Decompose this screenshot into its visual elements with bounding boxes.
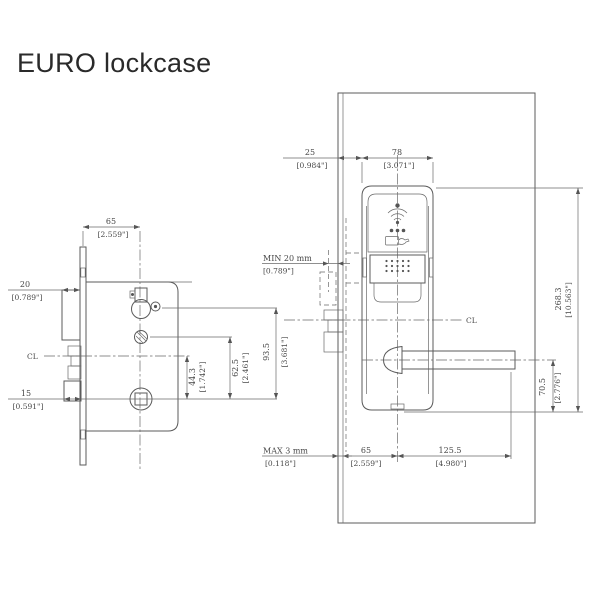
keypad-panel [369,254,426,284]
dim-backset-left: 65 [2.559"] [82,217,140,246]
centerline-label: CL [27,352,38,361]
svg-text:44.3: 44.3 [188,368,197,386]
svg-text:[2.461"]: [2.461"] [241,353,250,384]
svg-text:MIN 20 mm: MIN 20 mm [263,254,312,263]
svg-text:125.5: 125.5 [439,446,462,455]
dim-door-thickness-min: MIN 20 mm [0.789"] [262,254,350,276]
escutcheon-foot [390,403,405,410]
faceplate-screw-hole [80,267,86,278]
svg-text:62.5: 62.5 [231,359,240,377]
svg-text:65: 65 [361,446,371,455]
euro-cylinder-hole [129,287,161,319]
svg-text:[0.984"]: [0.984"] [297,161,328,170]
svg-text:[1.742"]: [1.742"] [198,362,207,393]
dim-handle-to-bottom: 70.5 [2.776"] [538,360,562,412]
led-dot-icon [395,203,400,208]
faceplate-screw-hole [80,429,86,440]
svg-text:[3.071"]: [3.071"] [384,161,415,170]
svg-text:MAX 3 mm: MAX 3 mm [263,447,308,456]
dim-cl-to-follower: 44.3 [1.742"] [184,356,207,399]
speaker-dot-grid [385,259,410,273]
svg-text:[2.559"]: [2.559"] [351,459,382,468]
centerline-label: CL [466,316,477,325]
svg-text:268.3: 268.3 [554,288,563,311]
contactless-wifi-icon [387,208,408,225]
dim-bottom-row: MAX 3 mm [0.118"] 65 [2.559"] 125.5 [4.9… [262,372,512,468]
dim-latch-throw: 15 [0.591"] [8,389,277,411]
svg-text:[0.789"]: [0.789"] [263,267,294,276]
side-clip [362,257,367,278]
svg-text:93.5: 93.5 [262,343,271,361]
svg-text:[3.681"]: [3.681"] [280,337,289,368]
latch-bolt [67,345,82,380]
svg-text:20: 20 [20,280,30,289]
svg-text:[0.118"]: [0.118"] [265,459,296,468]
svg-text:[0.591"]: [0.591"] [13,402,44,411]
indicator-dots-icon [389,228,406,233]
card-tap-icon [385,236,410,246]
svg-text:78: 78 [392,148,402,157]
latch-bolt-front [323,309,344,353]
svg-text:[4.980"]: [4.980"] [436,459,467,468]
svg-text:15: 15 [21,389,31,398]
lockcase-body [86,281,179,432]
dim-edge-and-width: 25 [0.984"] 78 [3.071"] [283,148,434,183]
hidden-strike-box [319,271,337,306]
door-panel [337,92,536,524]
svg-text:[0.789"]: [0.789"] [12,293,43,302]
cylinder-fix-hole [134,330,148,344]
svg-text:70.5: 70.5 [538,378,547,396]
svg-text:[2.559"]: [2.559"] [98,230,129,239]
lock-escutcheon [361,185,434,411]
door-front-view: CL [262,92,583,524]
dim-deadbolt-throw: 20 [0.789"] [8,280,80,302]
auxiliary-bolt [63,380,82,402]
svg-text:[10.563"]: [10.563"] [564,282,573,318]
page-title: EURO lockcase [17,48,212,78]
svg-text:65: 65 [106,217,116,226]
side-clip [429,257,434,278]
dim-cylinder-to-follower: 93.5 [3.681"] [262,308,289,399]
battery-cover [373,283,422,303]
reader-panel [367,193,428,253]
dim-fixhole-to-follower: 62.5 [2.461"] [227,337,250,399]
svg-text:[2.776"]: [2.776"] [553,373,562,404]
deadbolt [61,289,81,341]
lockcase-side-view: CL [8,217,289,470]
svg-text:25: 25 [305,148,315,157]
